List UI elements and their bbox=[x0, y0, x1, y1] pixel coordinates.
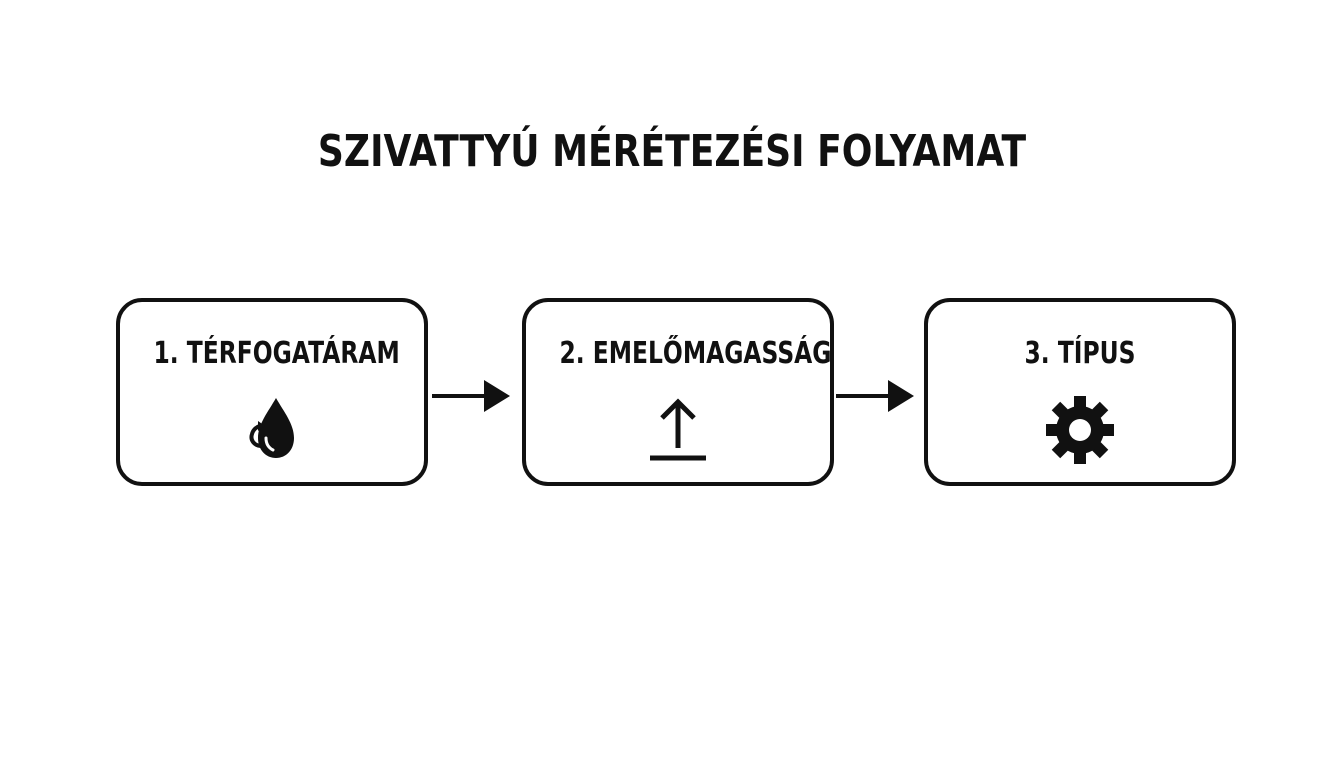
step-label: 2. EMELŐMAGASSÁG bbox=[559, 336, 832, 371]
upload-arrow-icon bbox=[650, 398, 706, 461]
step-label: 3. TÍPUS bbox=[1024, 336, 1136, 371]
diagram-title: SZIVATTYÚ MÉRÉTEZÉSI FOLYAMAT bbox=[317, 126, 1027, 177]
flow-arrow-2 bbox=[836, 380, 914, 412]
gear-icon bbox=[1046, 396, 1114, 464]
flow-arrow-1 bbox=[432, 380, 510, 412]
step-box-head: 2. EMELŐMAGASSÁG bbox=[522, 298, 834, 486]
step-label: 1. TÉRFOGATÁRAM bbox=[153, 336, 400, 371]
step-box-type: 3. TÍPUS bbox=[924, 298, 1236, 486]
step-box-flow-rate: 1. TÉRFOGATÁRAM bbox=[116, 298, 428, 486]
water-drop-icon bbox=[249, 398, 294, 458]
